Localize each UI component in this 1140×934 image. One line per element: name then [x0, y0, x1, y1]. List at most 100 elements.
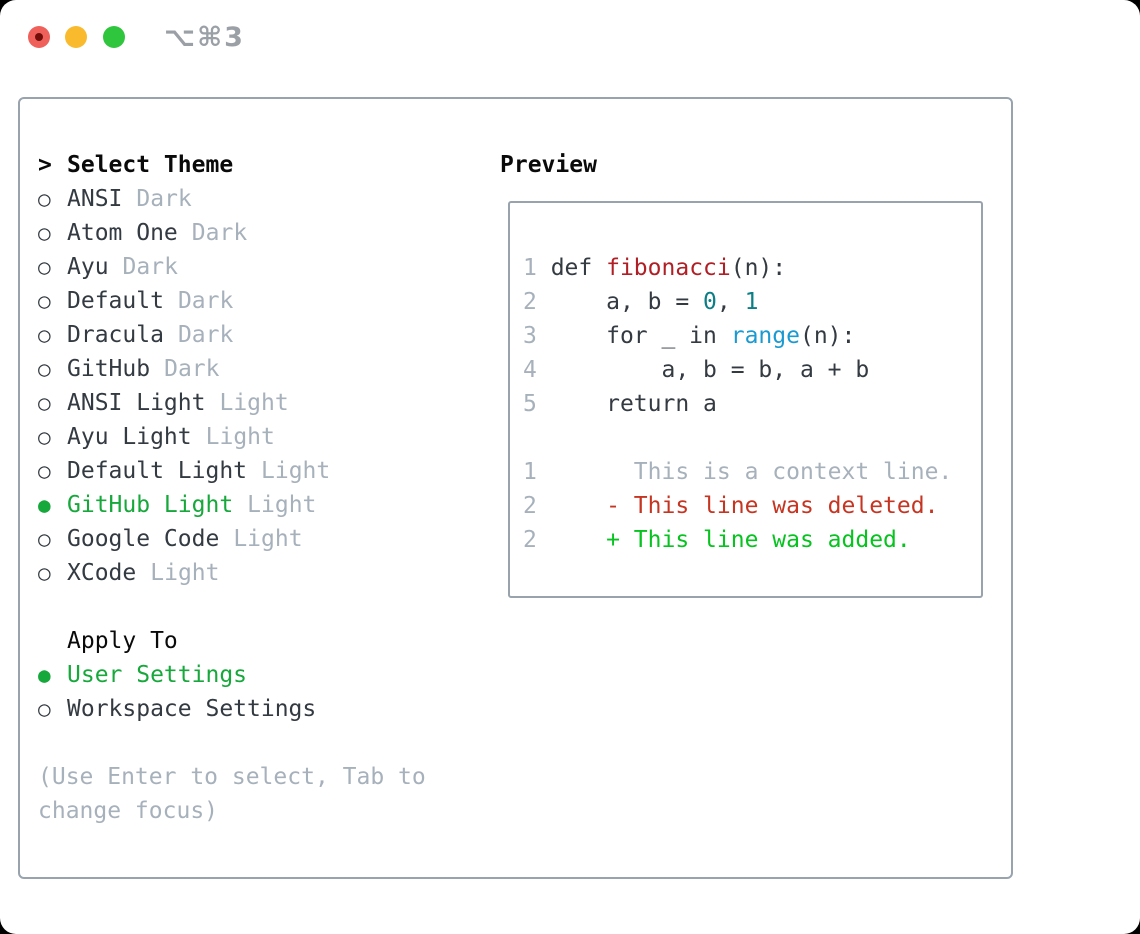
apply-to-label: Apply To [67, 628, 178, 654]
radio-unselected-icon: ○ [38, 425, 51, 449]
code-token: fibonacci [606, 255, 731, 281]
theme-name: XCode [67, 560, 137, 586]
code-line: 3 for _ in range(n): [523, 319, 952, 353]
radio-unselected-icon: ○ [38, 357, 51, 381]
theme-name: Dracula [67, 322, 164, 348]
theme-variant: Dark [191, 220, 248, 246]
theme-name: Ayu [67, 254, 109, 280]
code-line: 2 a, b = 0, 1 [523, 285, 952, 319]
theme-item-ayu-light[interactable]: ○ Ayu Light Light [38, 420, 330, 454]
theme-name: Google Code [67, 526, 220, 552]
theme-name: Default Light [67, 458, 248, 484]
theme-variant: Light [247, 492, 317, 518]
code-line: 2 - This line was deleted. [523, 489, 952, 523]
code-token: - This line was deleted. [536, 493, 939, 519]
apply-to-header: Apply To [38, 624, 316, 658]
code-token: def [536, 255, 607, 281]
theme-item-default[interactable]: ○ Default Dark [38, 284, 330, 318]
code-token: return a [536, 391, 717, 417]
theme-item-xcode[interactable]: ○ XCode Light [38, 556, 330, 590]
code-line: 2 + This line was added. [523, 523, 952, 557]
hint-line-1: (Use Enter to select, Tab to [38, 764, 426, 790]
theme-name: Atom One [67, 220, 178, 246]
close-dot-icon [35, 33, 43, 41]
theme-variant: Light [205, 424, 275, 450]
theme-variant: Light [219, 390, 289, 416]
radio-unselected-icon: ○ [38, 187, 51, 211]
code-token: (n): [730, 255, 787, 281]
window-title-shortcut: ⌥⌘3 [164, 22, 245, 53]
code-token: a, b = [536, 289, 704, 315]
zoom-button[interactable] [103, 26, 125, 48]
theme-item-ansi[interactable]: ○ ANSI Dark [38, 182, 330, 216]
code-line [523, 421, 952, 455]
close-button[interactable] [28, 26, 50, 48]
spacer [38, 624, 67, 658]
line-number: 1 [523, 255, 537, 281]
theme-variant: Dark [164, 356, 220, 382]
theme-name: Default [67, 288, 164, 314]
code-token: , [716, 289, 745, 315]
theme-item-ansi-light[interactable]: ○ ANSI Light Light [38, 386, 330, 420]
line-number: 4 [523, 357, 537, 383]
radio-unselected-icon: ○ [38, 391, 51, 415]
hint-line-2: change focus) [38, 798, 219, 824]
theme-variant: Dark [136, 186, 192, 212]
select-theme-label: Select Theme [67, 152, 234, 178]
theme-item-default-light[interactable]: ○ Default Light Light [38, 454, 330, 488]
radio-unselected-icon: ○ [38, 561, 51, 585]
theme-item-dracula[interactable]: ○ Dracula Dark [38, 318, 330, 352]
code-token: 0 [703, 289, 717, 315]
code-line: 1 This is a context line. [523, 455, 952, 489]
line-number: 2 [523, 493, 537, 519]
titlebar: ⌥⌘3 [0, 0, 1140, 70]
code-line: 4 a, b = b, a + b [523, 353, 952, 387]
theme-variant: Light [233, 526, 303, 552]
minimize-button[interactable] [65, 26, 87, 48]
theme-name: ANSI Light [67, 390, 206, 416]
theme-item-github-light[interactable]: ● GitHub Light Light [38, 488, 330, 522]
code-token: (n): [799, 323, 856, 349]
apply-option-label: Workspace Settings [67, 696, 317, 722]
theme-name: Ayu Light [67, 424, 192, 450]
line-number: 3 [523, 323, 537, 349]
code-line: 1 def fibonacci(n): [523, 251, 952, 285]
radio-unselected-icon: ○ [38, 697, 51, 721]
theme-variant: Light [150, 560, 220, 586]
apply-option-user-settings[interactable]: ●User Settings [38, 658, 316, 692]
line-number: 5 [523, 391, 537, 417]
radio-selected-icon: ● [38, 663, 51, 687]
theme-variant: Dark [177, 322, 234, 348]
select-theme-header: > Select Theme [38, 148, 330, 182]
line-number: 1 [523, 459, 537, 485]
theme-item-github[interactable]: ○ GitHub Dark [38, 352, 330, 386]
theme-name: ANSI [67, 186, 123, 212]
preview-label: Preview [500, 152, 597, 178]
apply-to-section: Apply To ●User Settings ○ Workspace Settin… [38, 624, 316, 726]
theme-item-google-code[interactable]: ○ Google Code Light [38, 522, 330, 556]
radio-selected-icon: ● [38, 493, 51, 517]
radio-unselected-icon: ○ [38, 323, 51, 347]
cursor-icon: > [38, 152, 52, 178]
radio-unselected-icon: ○ [38, 255, 51, 279]
code-token: a, b = b, a + b [536, 357, 870, 383]
code-token: range [730, 323, 800, 349]
radio-unselected-icon: ○ [38, 289, 51, 313]
radio-unselected-icon: ○ [38, 527, 51, 551]
apply-option-workspace-settings[interactable]: ○ Workspace Settings [38, 692, 316, 726]
radio-unselected-icon: ○ [38, 459, 51, 483]
line-number: 2 [523, 289, 537, 315]
code-token: 1 [744, 289, 759, 315]
code-line: 5 return a [523, 387, 952, 421]
theme-variant: Light [261, 458, 331, 484]
theme-name: GitHub [67, 356, 151, 382]
code-token: + This line was added. [536, 527, 911, 553]
theme-variant: Dark [177, 288, 234, 314]
theme-name: GitHub Light [67, 492, 234, 518]
